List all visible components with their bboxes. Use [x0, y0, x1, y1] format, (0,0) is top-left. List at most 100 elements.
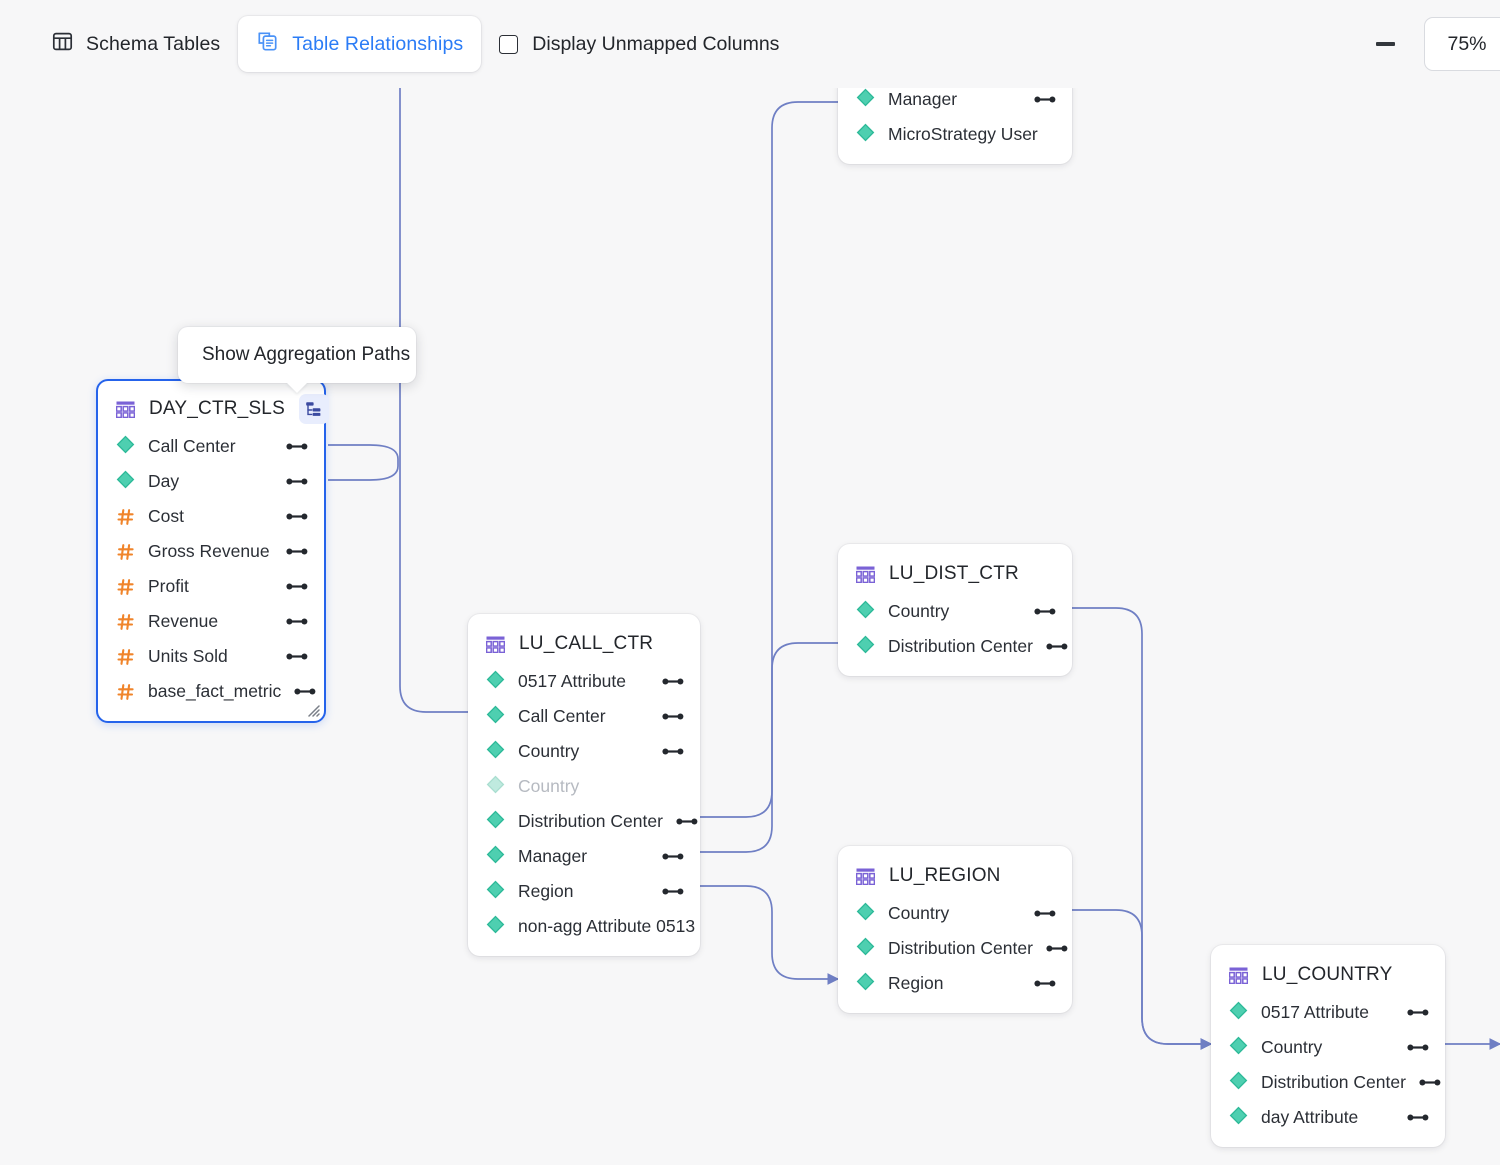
column-connector-handle[interactable] [1034, 975, 1056, 993]
column-row[interactable]: Manager [838, 82, 1072, 117]
column-row[interactable]: Day [98, 464, 324, 499]
column-row[interactable]: base_fact_metric [98, 674, 324, 709]
column-row[interactable]: Units Sold [98, 639, 324, 674]
column-label: Day [148, 471, 180, 491]
table-icon [486, 636, 505, 653]
node-header[interactable]: LU_CALL_CTR [468, 624, 700, 664]
column-connector-handle[interactable] [286, 648, 308, 666]
zoom-out-button[interactable] [1368, 27, 1402, 61]
column-connector-handle[interactable] [294, 683, 316, 701]
column-row[interactable]: Country [1211, 1030, 1445, 1065]
node-header[interactable]: LU_COUNTRY [1211, 955, 1445, 995]
column-connector-handle[interactable] [1407, 1004, 1429, 1022]
column-connector-handle[interactable] [286, 438, 308, 456]
table-icon [1229, 967, 1248, 984]
column-connector-handle[interactable] [1034, 905, 1056, 923]
show-aggregation-paths-button[interactable] [298, 394, 329, 424]
toolbar: Schema Tables Table Relationships Displa… [0, 0, 1500, 88]
table-relationships-label: Table Relationships [292, 32, 464, 55]
column-row[interactable]: Profit [98, 569, 324, 604]
attribute-icon [486, 705, 505, 729]
edge-top-trunk-to-call-ctr [399, 60, 468, 713]
column-connector-handle[interactable] [1419, 1074, 1441, 1092]
column-connector-handle[interactable] [286, 543, 308, 561]
node-header[interactable]: LU_REGION [838, 856, 1072, 896]
column-row[interactable]: MicroStrategy User [838, 117, 1072, 152]
column-row[interactable]: Cost [98, 499, 324, 534]
column-connector-handle[interactable] [676, 813, 698, 831]
column-label: Distribution Center [1261, 1072, 1406, 1092]
table-relationships-button[interactable]: Table Relationships [238, 16, 482, 72]
column-row[interactable]: Manager [468, 839, 700, 874]
column-row[interactable]: Country [838, 594, 1072, 629]
column-connector-handle[interactable] [662, 848, 684, 866]
column-connector-handle[interactable] [286, 613, 308, 631]
column-connector-handle[interactable] [286, 578, 308, 596]
display-unmapped-columns-checkbox[interactable]: Display Unmapped Columns [481, 16, 793, 72]
column-label: Country [888, 601, 950, 621]
column-label: Country [1261, 1037, 1323, 1057]
column-connector-handle[interactable] [1407, 1039, 1429, 1057]
node-header[interactable]: DAY_CTR_SLS [98, 389, 329, 429]
attribute-icon [1229, 1001, 1248, 1025]
column-connector-handle[interactable] [1046, 940, 1068, 958]
column-row[interactable]: Call Center [98, 429, 324, 464]
metric-icon [116, 612, 135, 631]
schema-tables-button[interactable]: Schema Tables [34, 16, 238, 72]
column-connector-handle[interactable] [286, 508, 308, 526]
column-connector-handle[interactable] [662, 743, 684, 761]
column-connector-handle[interactable] [1034, 91, 1056, 109]
column-row[interactable]: Country [838, 896, 1072, 931]
edge-call-ctr-dist-to-dist-ctr [700, 642, 838, 818]
column-row[interactable]: Gross Revenue [98, 534, 324, 569]
column-row[interactable]: day Attribute [1211, 1100, 1445, 1135]
column-connector-handle[interactable] [286, 473, 308, 491]
metric-icon [116, 507, 135, 526]
zoom-level-input[interactable]: 75% [1424, 17, 1500, 71]
column-row[interactable]: Distribution Center [468, 804, 700, 839]
column-label: Distribution Center [888, 938, 1033, 958]
column-connector-handle[interactable] [662, 673, 684, 691]
column-label: Manager [888, 89, 958, 109]
column-row[interactable]: Region [468, 874, 700, 909]
attribute-icon [486, 845, 505, 869]
column-row[interactable]: 0517 Attribute [468, 664, 700, 699]
column-row[interactable]: Country [468, 769, 700, 804]
column-row[interactable]: Call Center [468, 699, 700, 734]
column-row[interactable]: 0517 Attribute [1211, 995, 1445, 1030]
column-row[interactable]: Distribution Center [1211, 1065, 1445, 1100]
node-title: LU_DIST_CTR [889, 563, 1019, 584]
column-row[interactable]: Revenue [98, 604, 324, 639]
column-label: Gross Revenue [148, 541, 270, 561]
column-connector-handle[interactable] [662, 883, 684, 901]
column-label: Region [888, 973, 944, 993]
column-row[interactable]: Region [838, 966, 1072, 1001]
column-connector-handle[interactable] [1407, 1109, 1429, 1127]
metric-icon [116, 682, 135, 701]
column-connector-handle[interactable] [1034, 603, 1056, 621]
column-row[interactable]: Distribution Center [838, 629, 1072, 664]
table-relationships-icon [256, 30, 279, 58]
column-connector-handle[interactable] [1046, 638, 1068, 656]
column-label: Revenue [148, 611, 219, 631]
column-row[interactable]: Country [468, 734, 700, 769]
node-title: LU_COUNTRY [1262, 964, 1393, 985]
node-title: LU_REGION [889, 865, 1001, 886]
column-label: 0517 Attribute [518, 671, 626, 691]
edge-region-to-country [1072, 909, 1213, 1050]
column-row[interactable]: non-agg Attribute 0513 [468, 909, 700, 944]
column-connector-handle[interactable] [662, 708, 684, 726]
attribute-icon [486, 740, 505, 764]
attribute-icon [856, 635, 875, 659]
attribute-icon [1229, 1036, 1248, 1060]
column-row[interactable]: Distribution Center [838, 931, 1072, 966]
column-label: Units Sold [148, 646, 228, 666]
node-header[interactable]: LU_DIST_CTR [838, 554, 1072, 594]
